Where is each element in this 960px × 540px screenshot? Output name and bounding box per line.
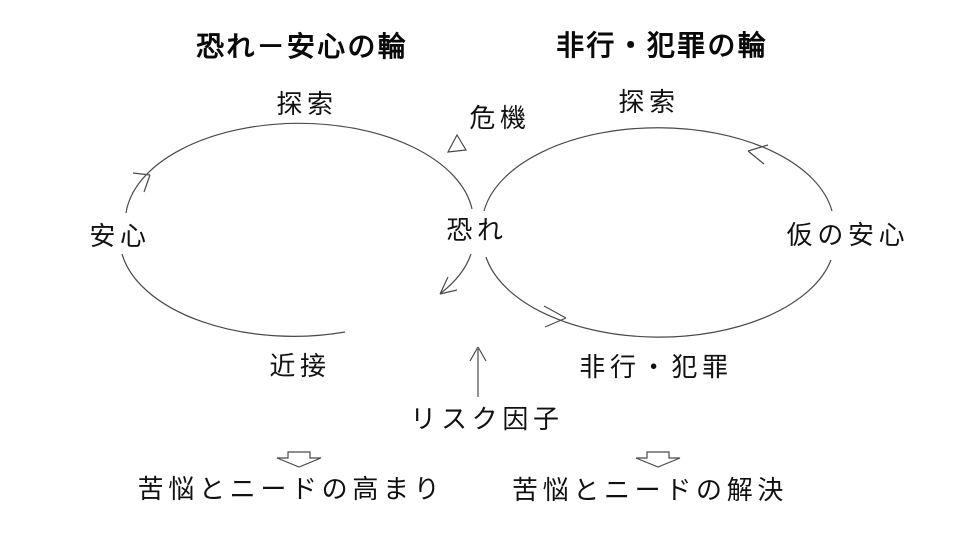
label-proximity: 近接 <box>269 351 331 381</box>
label-temporary-security: 仮の安心 <box>786 220 910 250</box>
label-fear: 恐れ <box>446 215 508 245</box>
left-cycle-exit-arc <box>440 253 472 294</box>
label-risk-factors: リスク因子 <box>410 404 564 434</box>
outcome-left-down-arrow-icon <box>276 451 322 468</box>
left-cycle-lower-arc <box>121 253 346 337</box>
outcome-rising-distress-needs: 苦悩とニードの高まり <box>137 474 445 504</box>
risk-up-arrow-icon <box>469 346 487 397</box>
label-crisis: 危機 <box>469 103 531 133</box>
right-cycle-lower-arc <box>485 256 832 338</box>
label-exploration-right: 探索 <box>618 87 680 117</box>
left-cycle-down-arrowhead-icon <box>439 276 458 295</box>
outcome-resolving-distress-needs: 苦悩とニードの解決 <box>511 475 789 505</box>
right-cycle-bottom-arrowhead-icon <box>543 305 567 328</box>
label-delinquency-crime: 非行・犯罪 <box>579 352 733 382</box>
title-fear-security-cycle: 恐れ－安心の輪 <box>196 31 408 62</box>
label-exploration-left: 探索 <box>276 89 338 119</box>
label-security: 安心 <box>89 221 151 251</box>
left-cycle-ellipse <box>121 122 473 337</box>
left-cycle-up-arrowhead-icon <box>132 172 151 193</box>
outcome-right-down-arrow-icon <box>635 451 681 468</box>
title-delinquency-crime-cycle: 非行・犯罪の輪 <box>556 30 768 61</box>
crisis-triangle-icon <box>446 133 467 153</box>
left-cycle-upper-arc <box>125 122 473 214</box>
right-cycle-upper-arc <box>483 127 833 212</box>
right-cycle-top-arrowhead-icon <box>747 144 769 165</box>
right-cycle-ellipse <box>483 127 833 338</box>
